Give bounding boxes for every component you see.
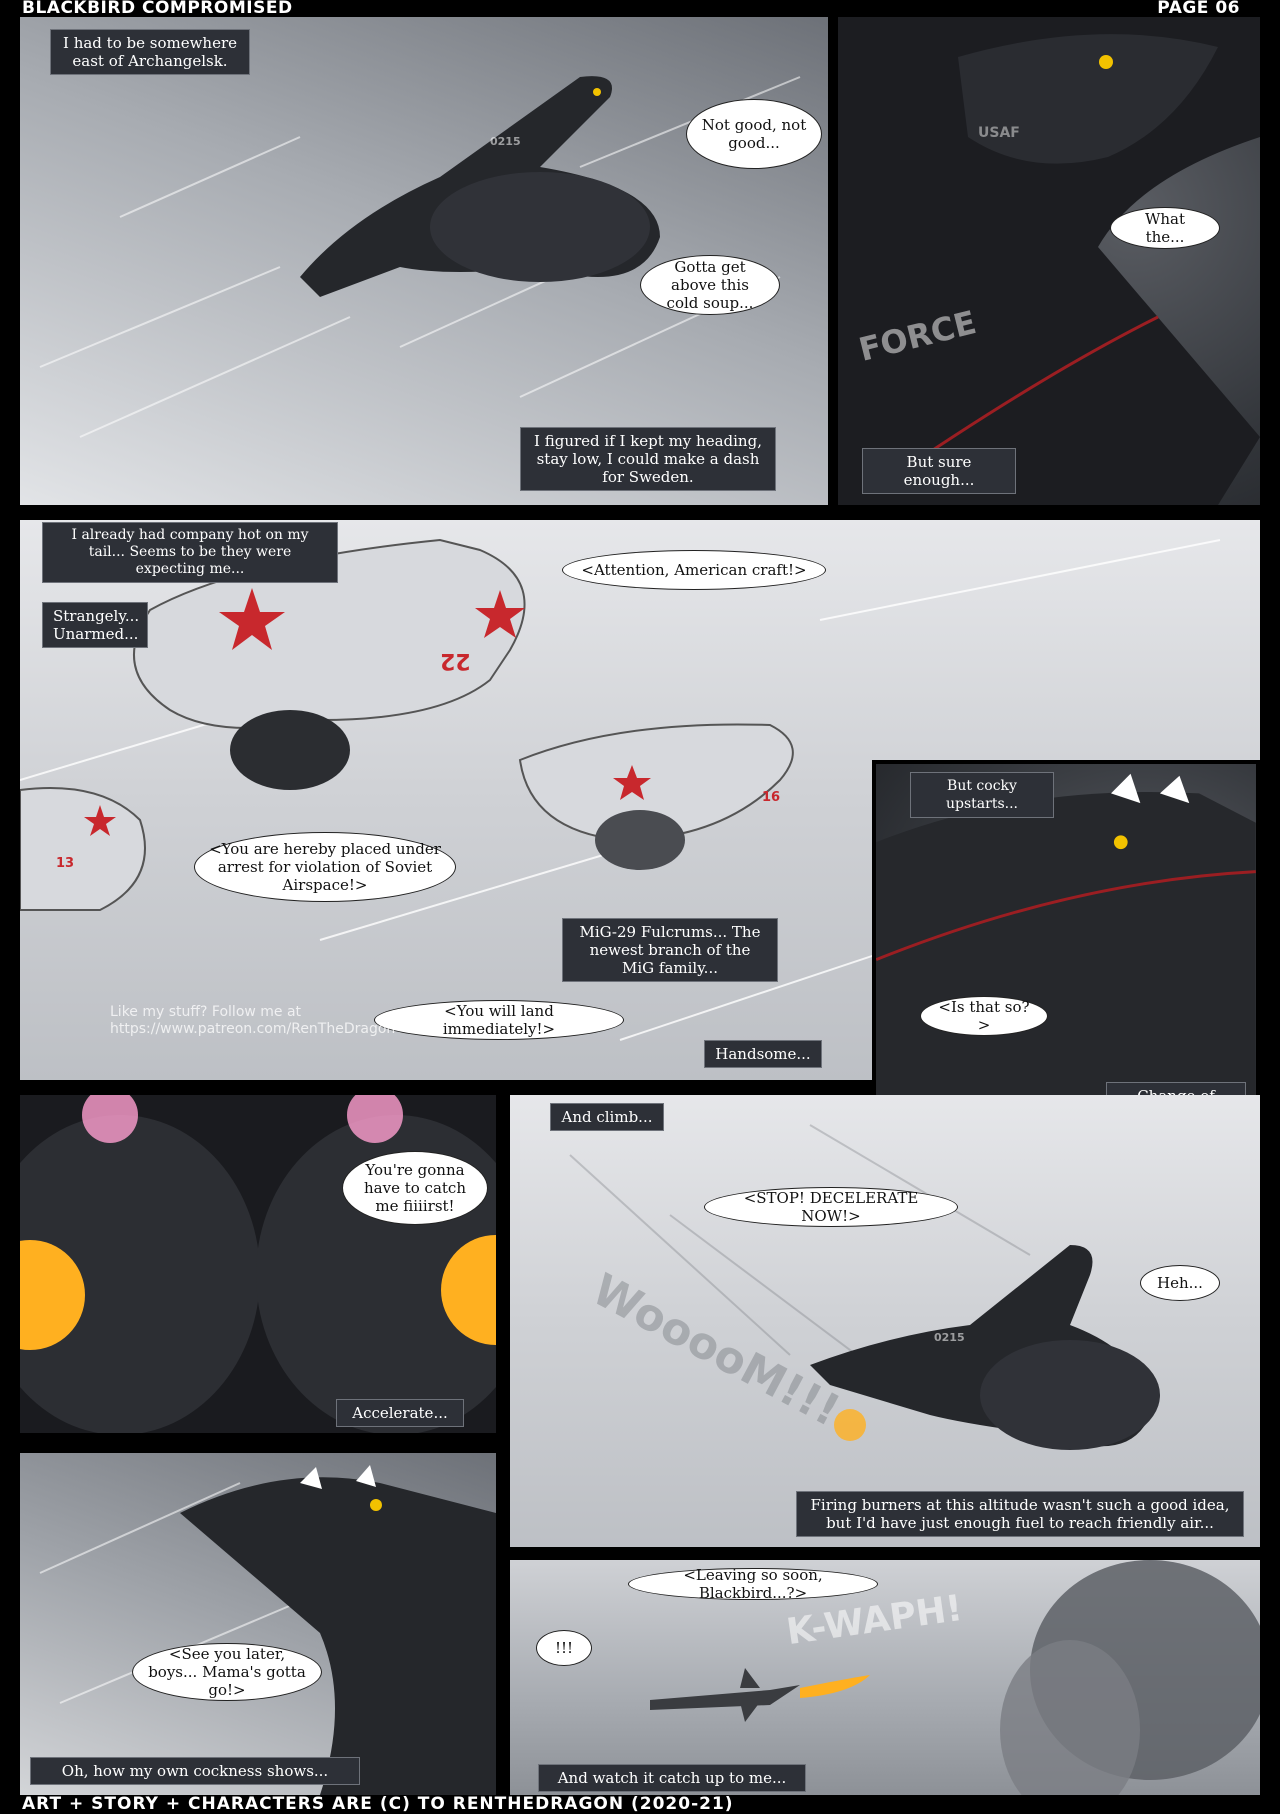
mig-number-16: 16 (762, 790, 781, 805)
bubble-see-you-later: <See you later, boys... Mama's gotta go!… (132, 1643, 322, 1701)
missile-chase-art (650, 1560, 1260, 1795)
bubble-cold-soup: Gotta get above this cold soup... (640, 255, 780, 315)
bubble-what-the: What the... (1110, 207, 1220, 249)
afterburners-art (20, 1095, 496, 1433)
caption-mig29: MiG-29 Fulcrums... The newest branch of … (562, 918, 778, 982)
usaf-marking: USAF (978, 125, 1020, 141)
watermark: Like my stuff? Follow me at https://www.… (110, 1004, 396, 1037)
caption-sure-enough: But sure enough... (862, 448, 1016, 494)
blackbird-flying-art (39, 76, 801, 438)
panel-8: K-WAPH! <Leaving so soon, Blackbird...?>… (510, 1560, 1260, 1795)
caption-unarmed: Strangely... Unarmed... (42, 602, 148, 648)
bubble-exclaim: !!! (536, 1630, 592, 1666)
bubble-stop-decelerate: <STOP! DECELERATE NOW!> (704, 1187, 958, 1227)
panel-7: <See you later, boys... Mama's gotta go!… (20, 1453, 496, 1795)
bubble-leaving-so-soon: <Leaving so soon, Blackbird...?> (628, 1566, 878, 1602)
caption-firing-burners: Firing burners at this altitude wasn't s… (796, 1491, 1244, 1537)
panel-6: WooooM!!! 0215 And climb... <STOP! DECEL… (510, 1095, 1260, 1547)
panel-4: But cocky upstarts... <Is that so?> Chan… (872, 760, 1260, 1128)
bubble-not-good: Not good, not good... (686, 99, 822, 169)
bubble-catch-me: You're gonna have to catch me fiiiirst! (342, 1151, 488, 1225)
caption-handsome: Handsome... (704, 1040, 822, 1068)
bubble-is-that-so: <Is that so?> (920, 996, 1048, 1036)
caption-and-climb: And climb... (550, 1103, 664, 1131)
blackbird-face-art (876, 773, 1256, 1124)
caption-company-tail: I already had company hot on my tail... … (42, 522, 338, 583)
patreon-link[interactable]: https://www.patreon.com/RenTheDragon (110, 1021, 396, 1037)
blackbird-climb-art (569, 1124, 1160, 1450)
bubble-land-immediately: <You will land immediately!> (374, 1000, 624, 1040)
mig-number-13: 13 (56, 856, 75, 871)
bubble-attention: <Attention, American craft!> (562, 550, 826, 590)
caption-catch-up: And watch it catch up to me... (538, 1764, 806, 1792)
caption-cocky-upstarts: But cocky upstarts... (910, 772, 1054, 818)
mig-number-22: 22 (440, 648, 471, 673)
comic-title: BLACKBIRD COMPROMISED (22, 0, 293, 18)
panel-5: You're gonna have to catch me fiiiirst! … (20, 1095, 496, 1433)
mig-fighters-art (20, 538, 1221, 1041)
blackbird-closeup-art (838, 17, 1260, 505)
panel-1: 0215 I had to be somewhere east of Archa… (20, 17, 828, 505)
caption-dash-sweden: I figured if I kept my heading, stay low… (520, 427, 776, 491)
panel-2: USAF FORCE What the... But sure enough..… (838, 17, 1260, 505)
caption-accelerate: Accelerate... (336, 1399, 464, 1427)
bubble-arrest: <You are hereby placed under arrest for … (194, 832, 456, 902)
bubble-heh: Heh... (1140, 1265, 1220, 1301)
climb-tail-number: 0215 (934, 1331, 965, 1344)
copyright-footer: ART + STORY + CHARACTERS ARE (C) TO RENT… (22, 1794, 734, 1814)
caption-archangelsk: I had to be somewhere east of Archangels… (50, 29, 250, 75)
blackbird-turn-art (39, 1465, 496, 1795)
caption-cockness: Oh, how my own cockness shows... (30, 1757, 360, 1785)
page-number: PAGE 06 (1157, 0, 1240, 18)
tail-number: 0215 (490, 135, 521, 148)
